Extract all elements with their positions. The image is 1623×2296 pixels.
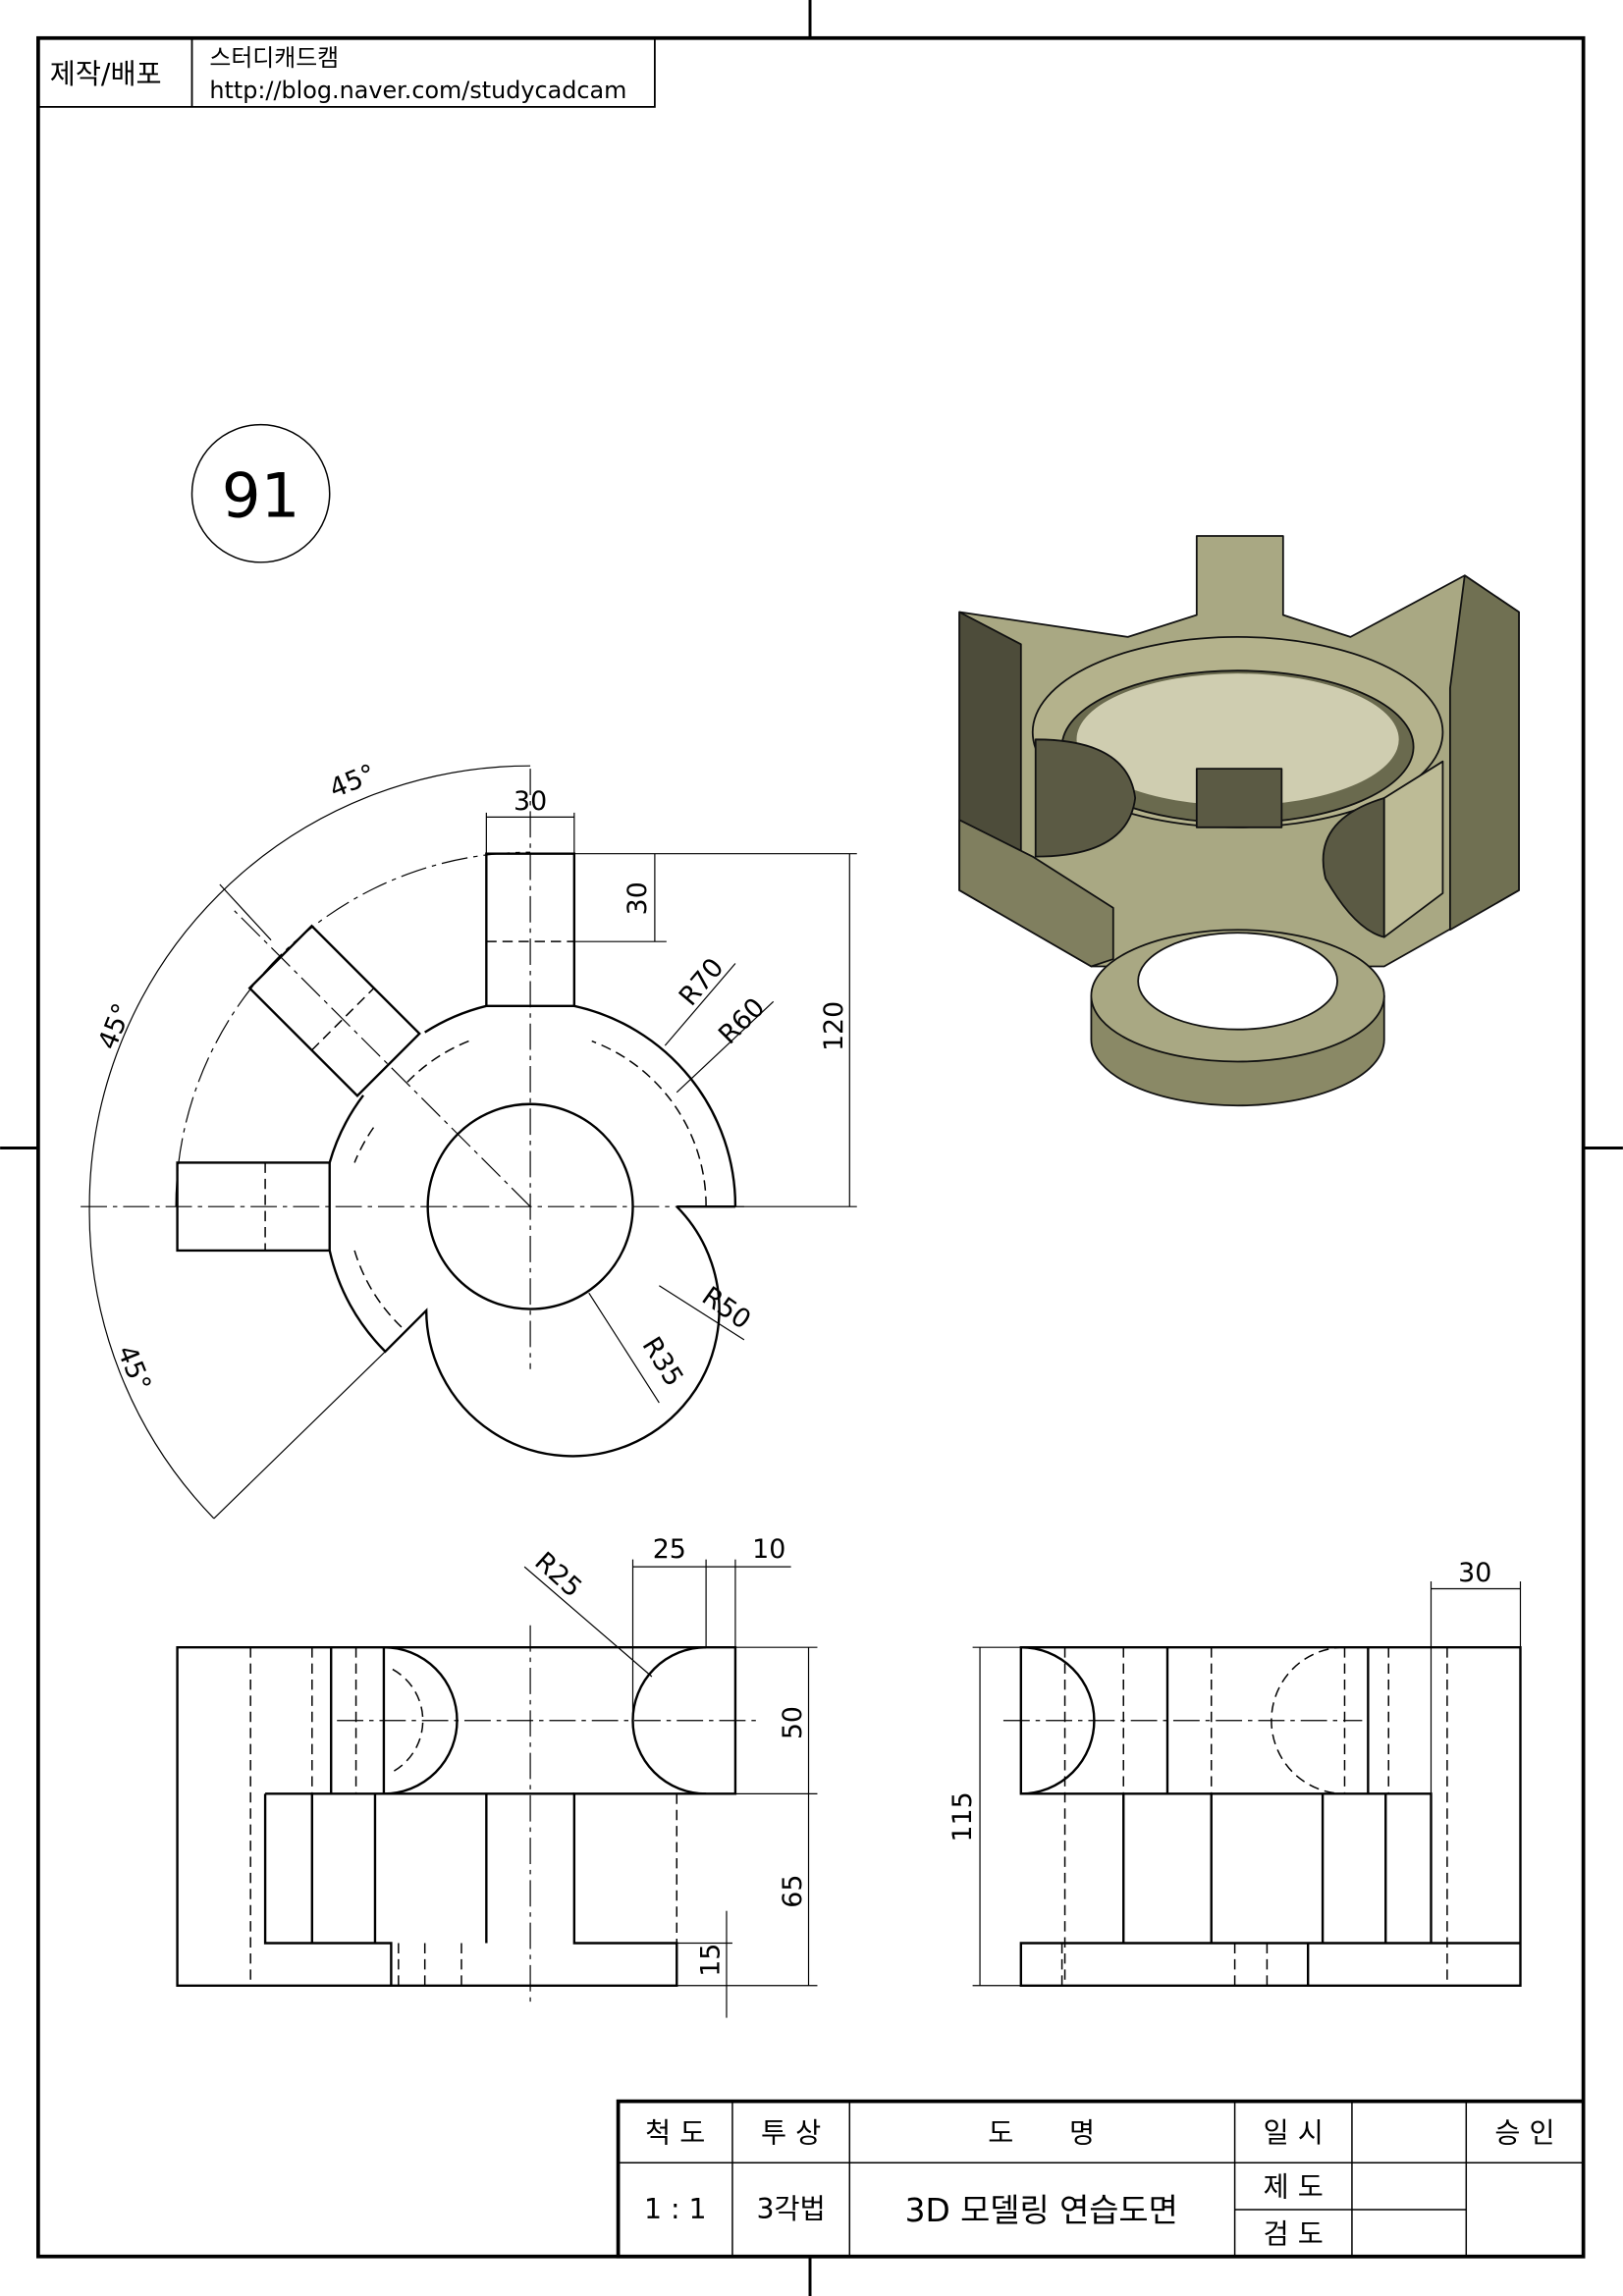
header-url: http://blog.naver.com/studycadcam bbox=[209, 77, 626, 104]
side-view: 30 115 bbox=[947, 1558, 1522, 1987]
title-block: 척 도 투 상 도 명 일 시 승 인 1 : 1 3각법 3D 모델링 연습도… bbox=[616, 2099, 1586, 2259]
dim-25: 25 bbox=[653, 1534, 686, 1565]
front-view: R25 25 10 50 65 15 bbox=[176, 1534, 818, 2018]
top-view: 45° 45° 45° 30 30 120 R70 R60 R50 R35 bbox=[81, 759, 857, 1520]
header-author: 스터디캐드캠 bbox=[209, 44, 339, 72]
dim-r50: R50 bbox=[696, 1281, 756, 1336]
dim-30-side: 30 bbox=[1458, 1558, 1491, 1588]
drawn-label: 제 도 bbox=[1264, 2171, 1324, 2204]
scale-value: 1 : 1 bbox=[644, 2193, 707, 2225]
dim-depth-30: 30 bbox=[622, 881, 653, 915]
dim-angle-mid: 45° bbox=[92, 999, 138, 1054]
part-number-balloon: 91 bbox=[190, 423, 331, 563]
header-label: 제작/배포 bbox=[50, 58, 162, 90]
dim-angle-top: 45° bbox=[325, 759, 380, 805]
dim-r60: R60 bbox=[713, 992, 771, 1050]
dim-65: 65 bbox=[778, 1875, 808, 1908]
name-label: 도 명 bbox=[988, 2116, 1095, 2149]
header-box: 제작/배포 스터디캐드캠 http://blog.naver.com/study… bbox=[36, 36, 656, 108]
approve-label: 승 인 bbox=[1494, 2116, 1554, 2149]
dim-50: 50 bbox=[778, 1706, 808, 1739]
checked-label: 검 도 bbox=[1264, 2217, 1324, 2250]
sheet-border bbox=[36, 35, 1586, 2259]
date-label: 일 시 bbox=[1264, 2116, 1324, 2149]
projection-value: 3각법 bbox=[757, 2193, 826, 2225]
dim-10: 10 bbox=[752, 1534, 785, 1565]
dim-r35: R35 bbox=[636, 1332, 689, 1392]
drawing-name: 3D 모델링 연습도면 bbox=[905, 2192, 1178, 2229]
dim-r25: R25 bbox=[528, 1546, 587, 1603]
projection-label: 투 상 bbox=[761, 2116, 821, 2149]
isometric-view bbox=[958, 535, 1520, 1107]
dim-15: 15 bbox=[696, 1944, 727, 1977]
scale-label: 척 도 bbox=[645, 2116, 705, 2149]
dim-r70: R70 bbox=[674, 952, 730, 1011]
svg-text:91: 91 bbox=[222, 460, 300, 532]
dim-115: 115 bbox=[947, 1791, 978, 1842]
dim-width-30: 30 bbox=[514, 786, 547, 817]
dim-height-120: 120 bbox=[819, 1001, 849, 1051]
dim-angle-bottom: 45° bbox=[111, 1341, 157, 1396]
